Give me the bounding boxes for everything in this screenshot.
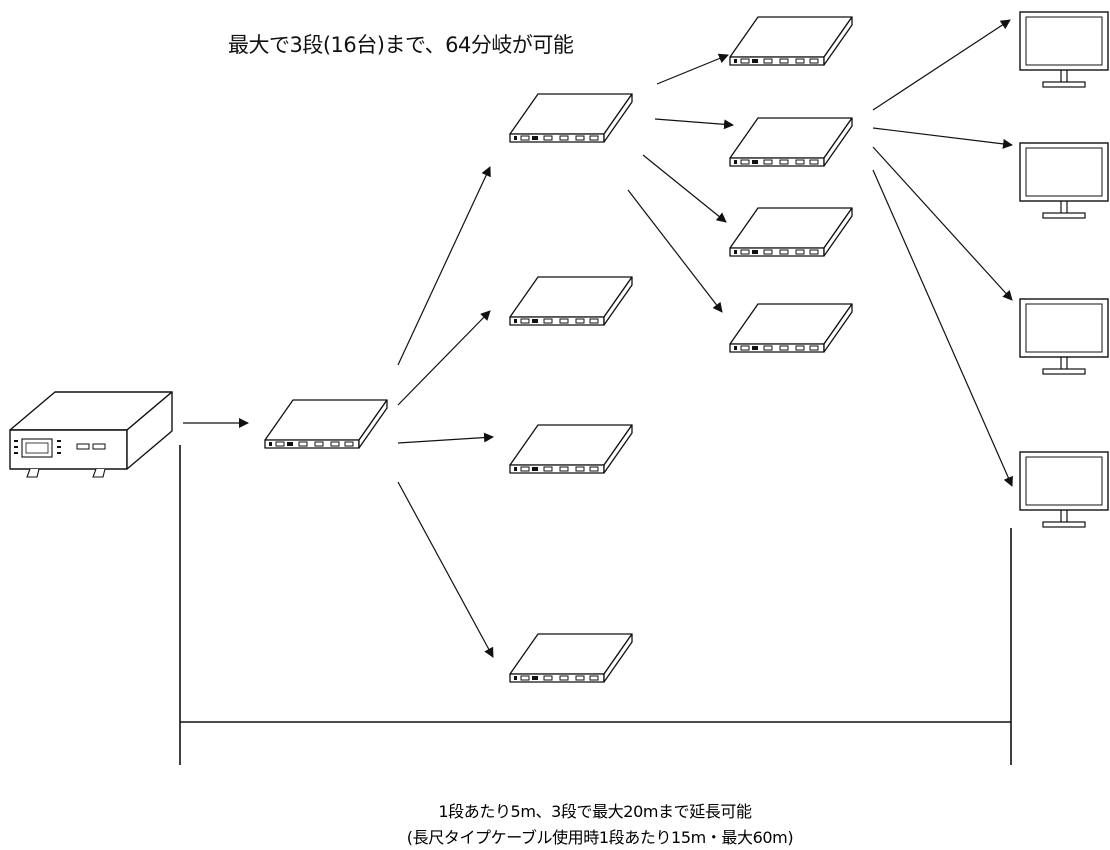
monitor-1 [1019,11,1109,88]
splitter-tier2-b [509,276,633,326]
splitter-tier3-a [729,16,853,66]
splitter-tier2-d [509,633,633,683]
splitter-tier3-c [729,207,853,257]
arrow-tier2-to-tier3-c [642,154,727,223]
diagram-canvas [9,11,1109,765]
arrow-tier3-to-monitor-3 [872,146,1013,301]
arrow-tier1-to-tier2-d [397,481,494,658]
arrow-tier2-to-tier3-d [627,189,723,313]
arrow-tier1-to-tier2-b [397,310,491,406]
monitor-2 [1019,142,1109,219]
arrow-tier3-to-monitor-1 [872,19,1011,111]
monitor-3 [1019,298,1109,375]
arrow-tier1-to-tier2-c [397,432,494,444]
splitter-tier3-d [729,303,853,353]
splitter-cascade-diagram: 最大で3段(16台)まで、64分岐が可能 1段あたり5m、3段で最大20mまで延… [9,11,1109,847]
splitter-tier2-a [509,93,633,143]
arrow-tier3-to-monitor-4 [872,169,1013,487]
splitter-tier3-b [729,117,853,167]
splitter-tier1 [264,399,388,449]
extension-caption: 1段あたり5m、3段で最大20mまで延長可能 (長尺タイプケーブル使用時1段あた… [0,798,1110,850]
capacity-caption: 最大で3段(16台)まで、64分岐が可能 [228,33,574,57]
splitter-tier2-c [509,424,633,474]
extension-caption-line-2: (長尺タイプケーブル使用時1段あたり15m・最大60m) [406,828,794,847]
arrow-tier2-to-tier3-b [654,118,734,130]
extension-caption-line-1: 1段あたり5m、3段で最大20mまで延長可能 [438,802,752,821]
arrow-tier3-to-monitor-2 [872,127,1013,149]
monitor-4 [1019,451,1109,528]
extension-dimension-bracket [179,445,1012,765]
arrow-tier2-to-tier3-a [656,53,729,85]
arrow-tier1-to-tier2-a [397,166,491,366]
source-device [9,391,173,478]
